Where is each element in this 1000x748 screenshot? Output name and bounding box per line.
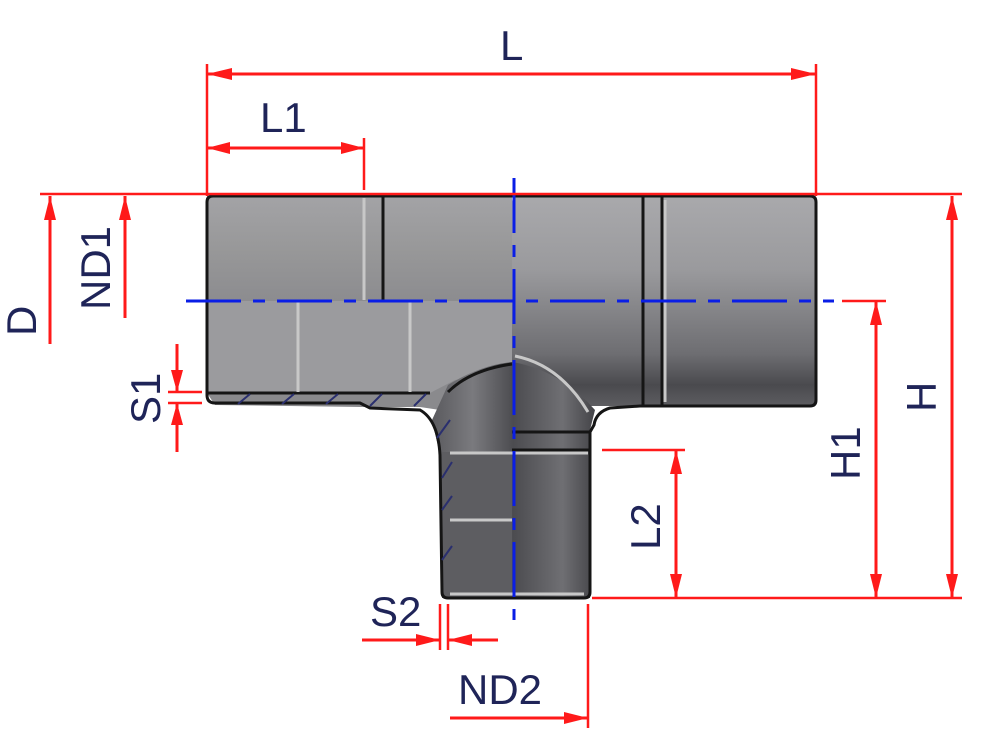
dimension-S1: S1 [122, 344, 202, 452]
label-L1: L1 [260, 94, 307, 141]
fitting-body [205, 194, 818, 600]
dimension-S2: S2 [362, 588, 498, 650]
section-hatching [237, 393, 453, 561]
dimension-L: L [205, 22, 818, 196]
dimension-ND1: ND1 [72, 196, 131, 318]
label-ND2: ND2 [458, 666, 542, 713]
dimension-ND2: ND2 [450, 604, 590, 728]
run-wall-section [207, 370, 512, 410]
label-H: H [898, 382, 945, 412]
label-S2: S2 [370, 588, 421, 635]
dimension-L1: L1 [207, 94, 366, 190]
label-L: L [500, 22, 523, 69]
dimension-H1: H1 [822, 299, 886, 598]
label-H1: H1 [822, 426, 869, 480]
dimension-H: H [898, 196, 958, 598]
run-left-exterior [207, 196, 512, 301]
run-outline [205, 194, 818, 600]
dimension-D: D [0, 196, 56, 344]
dimension-L2: L2 [602, 448, 685, 598]
label-ND1: ND1 [72, 226, 119, 310]
label-L2: L2 [622, 503, 669, 550]
branch-shoulder [446, 362, 513, 394]
branch-section [442, 452, 512, 598]
label-S1: S1 [122, 373, 169, 424]
seam-branch-saddle [514, 354, 590, 413]
label-D: D [0, 306, 45, 336]
